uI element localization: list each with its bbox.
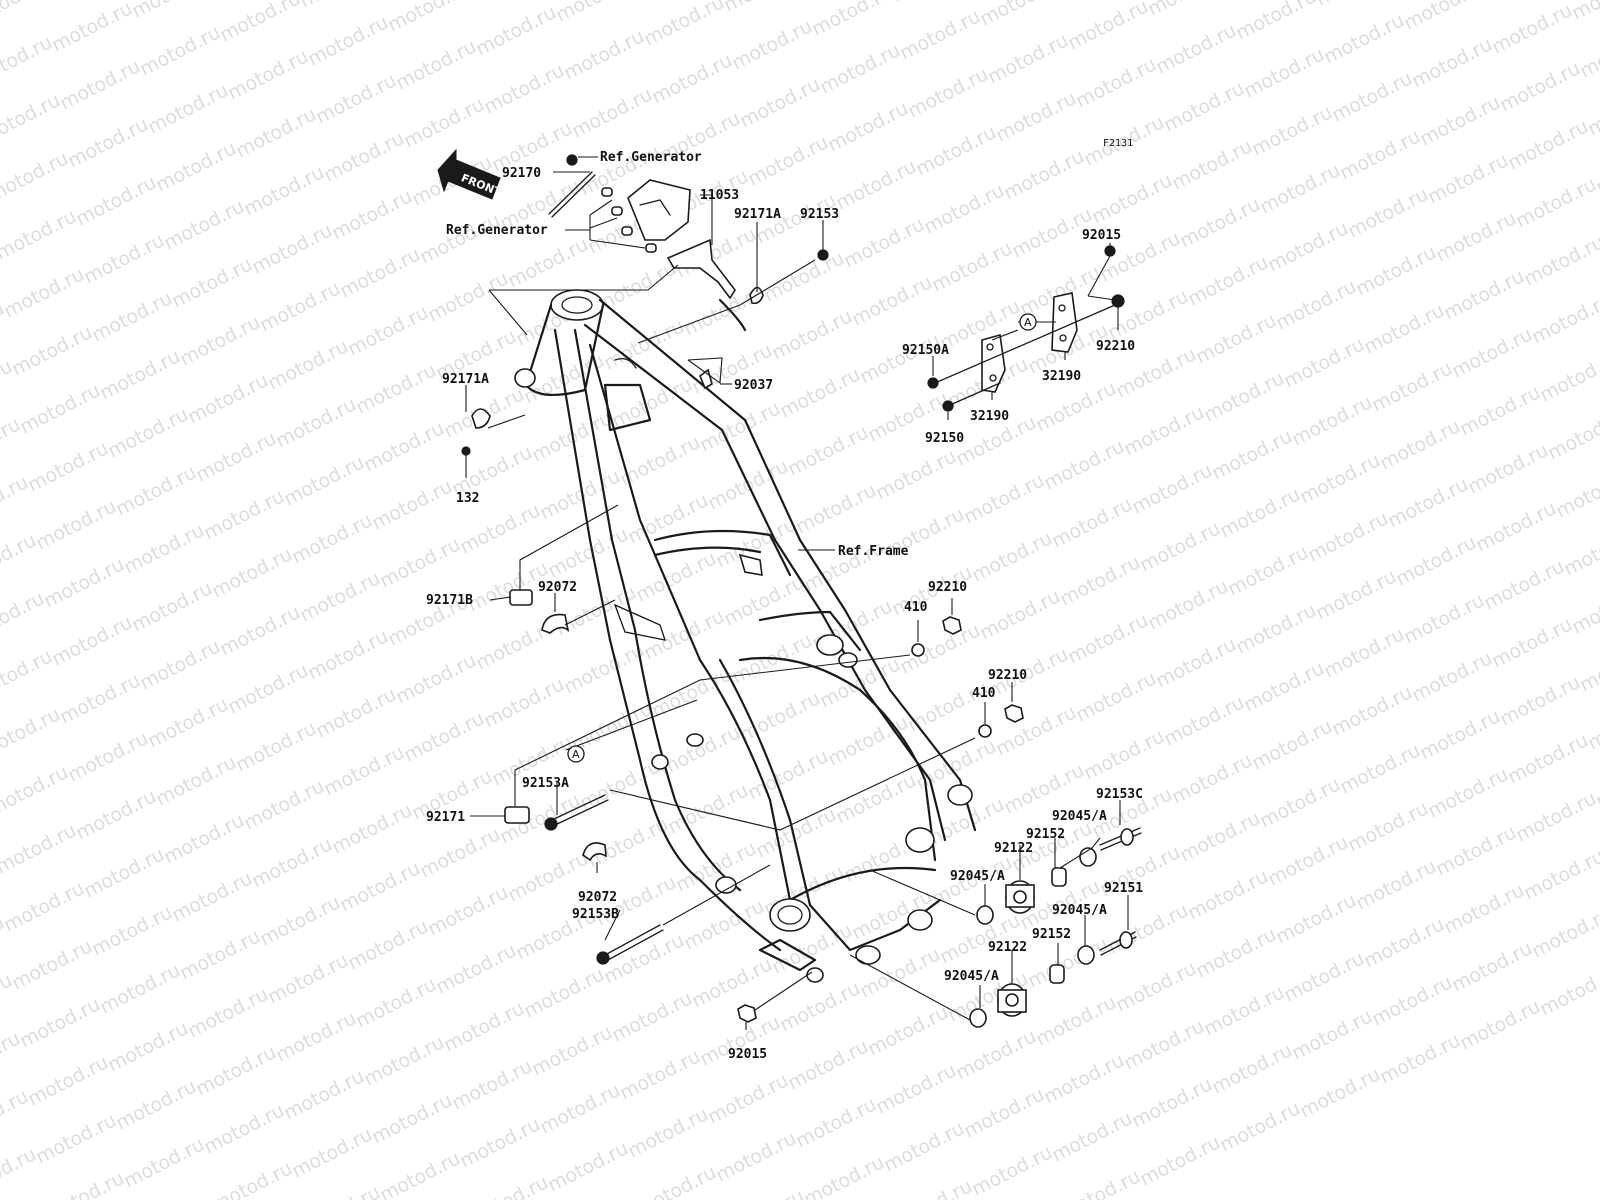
label-ref-generator-left: Ref.Generator xyxy=(446,223,548,238)
svg-text:A: A xyxy=(1024,316,1032,329)
label-ref-generator-top: Ref.Generator xyxy=(600,150,702,165)
collar-92152-b xyxy=(1049,964,1065,984)
nut-92210-a xyxy=(942,616,962,635)
band-92072-bottom xyxy=(582,842,607,862)
label-92171B: 92171B xyxy=(426,593,473,608)
washer-92045A-b xyxy=(969,1008,987,1028)
label-92151: 92151 xyxy=(1104,881,1143,896)
label-92072-top: 92072 xyxy=(538,580,577,595)
label-92153A: 92153A xyxy=(522,776,569,791)
label-92150: 92150 xyxy=(925,431,964,446)
label-32190-right: 32190 xyxy=(1042,369,1081,384)
band-92072-top xyxy=(541,613,570,634)
washer-410-a xyxy=(911,643,925,657)
label-92152-1: 92152 xyxy=(1026,827,1065,842)
label-ref-frame: Ref.Frame xyxy=(838,544,909,559)
bolt-92151 xyxy=(1077,931,1137,965)
nut-92015-bottom xyxy=(737,1004,757,1023)
label-11053: 11053 xyxy=(700,188,739,203)
part-labels: Ref.Generator 92170 11053 Ref.Generator … xyxy=(426,150,1143,1062)
clamp-92171A-top xyxy=(749,249,829,305)
svg-text:A: A xyxy=(572,748,580,761)
label-92150A: 92150A xyxy=(902,343,949,358)
label-92045A-3: 92045/A xyxy=(1052,903,1107,918)
nut-92210-b xyxy=(1004,704,1024,723)
label-92122-1: 92122 xyxy=(994,841,1033,856)
bolt-92153C xyxy=(1079,827,1142,867)
label-92153C: 92153C xyxy=(1096,787,1143,802)
bolt-92153A xyxy=(544,794,609,831)
clamp-92171 xyxy=(504,806,530,824)
label-92210-b: 92210 xyxy=(988,668,1027,683)
label-92037: 92037 xyxy=(734,378,773,393)
washer-92045A-a xyxy=(976,905,994,925)
label-132: 132 xyxy=(456,491,479,506)
label-92122-2: 92122 xyxy=(988,940,1027,955)
engine-mount-bracket-assembly xyxy=(927,245,1125,412)
label-92153: 92153 xyxy=(800,207,839,222)
front-arrow-icon: FRONT xyxy=(437,148,504,200)
label-92210-a: 92210 xyxy=(928,580,967,595)
leader-lines xyxy=(465,156,1129,1030)
bushing-92122-b xyxy=(997,983,1027,1017)
label-92015-top: 92015 xyxy=(1082,228,1121,243)
label-92072-bottom: 92072 xyxy=(578,890,617,905)
reference-circle-a-top: A xyxy=(991,313,1037,341)
label-92152-2: 92152 xyxy=(1032,927,1071,942)
reference-circle-a-bottom: A xyxy=(567,745,585,763)
label-92045A-4: 92045/A xyxy=(944,969,999,984)
label-92210-bracket: 92210 xyxy=(1096,339,1135,354)
label-92170: 92170 xyxy=(502,166,541,181)
label-92045A-2: 92045/A xyxy=(950,869,1005,884)
label-410-b: 410 xyxy=(972,686,996,701)
label-92171A-top: 92171A xyxy=(734,207,781,222)
label-92015-bottom: 92015 xyxy=(728,1047,767,1062)
label-32190-left: 32190 xyxy=(970,409,1009,424)
diagram-code: F2131 xyxy=(1103,138,1133,149)
clamp-92171B xyxy=(509,589,533,606)
main-frame xyxy=(514,289,977,983)
label-410-a: 410 xyxy=(904,600,928,615)
washer-410-b xyxy=(978,724,992,738)
bushing-92122-a xyxy=(1005,880,1035,914)
generator-cover-assembly xyxy=(548,154,736,300)
label-92153B: 92153B xyxy=(572,907,619,922)
bolt-92153B xyxy=(596,924,664,965)
label-92171A-left: 92171A xyxy=(442,372,489,387)
collar-92152-a xyxy=(1051,867,1067,887)
label-92045A-1: 92045/A xyxy=(1052,809,1107,824)
clamp-92171A-left xyxy=(461,408,491,456)
label-92171: 92171 xyxy=(426,810,465,825)
